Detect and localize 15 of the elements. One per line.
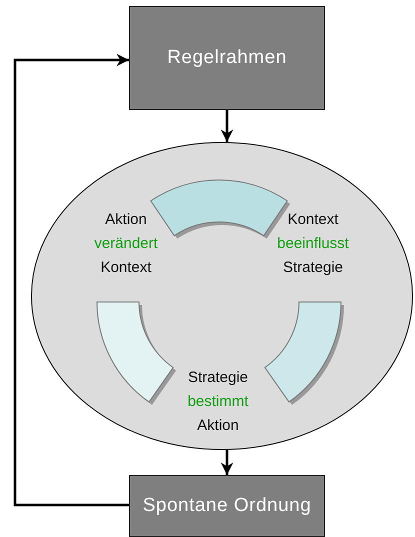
arrow <box>14 54 129 506</box>
process-box: Regelrahmen <box>129 6 325 110</box>
verb-label: beeinflusst <box>277 235 349 253</box>
arrow <box>220 110 234 142</box>
term-label: Kontext <box>288 211 338 229</box>
verb-label: bestimmt <box>188 393 248 411</box>
arrow <box>220 450 234 475</box>
term-label: Strategie <box>282 259 344 277</box>
verb-label: verändert <box>94 235 158 253</box>
term-label: Kontext <box>100 259 152 277</box>
process-box: Spontane Ordnung <box>129 475 325 537</box>
context-ellipse <box>31 142 413 450</box>
term-label: Aktion <box>197 417 239 435</box>
term-label: Aktion <box>105 211 147 229</box>
term-label: Strategie <box>188 369 248 387</box>
